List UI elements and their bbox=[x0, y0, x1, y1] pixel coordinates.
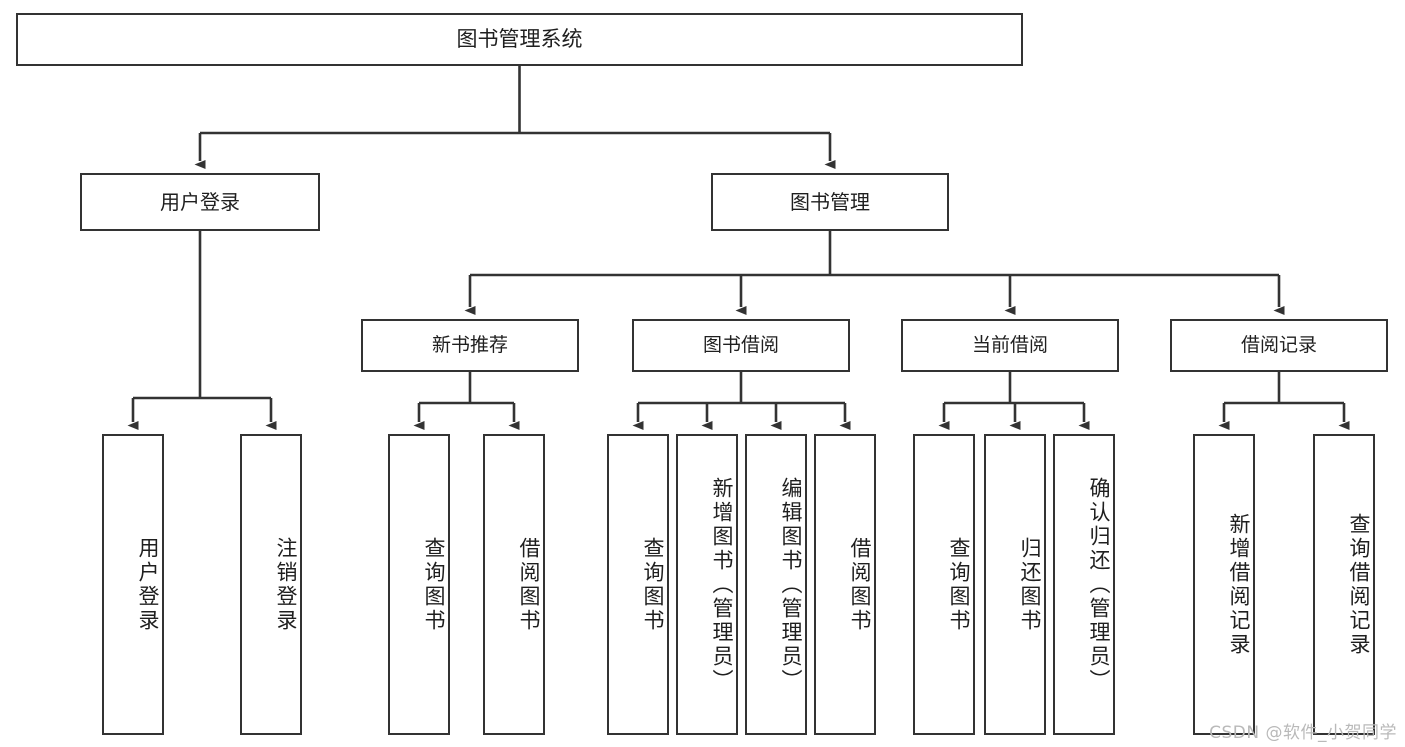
node-leaf-query-borrow-record[interactable]: 查询借阅记录 bbox=[1313, 434, 1375, 735]
node-leaf-borrow-book[interactable]: 借阅图书 bbox=[814, 434, 876, 735]
node-book-management[interactable]: 图书管理 bbox=[711, 173, 949, 231]
node-leaf-edit-book[interactable]: 编辑图书（管理员） bbox=[745, 434, 807, 735]
node-leaf-confirm-return[interactable]: 确认归还（管理员） bbox=[1053, 434, 1115, 735]
csdn-watermark: CSDN @软件_小贺同学 bbox=[1209, 723, 1397, 743]
leaf-label: 编辑图书（管理员） bbox=[779, 476, 803, 693]
leaf-label: 用户登录 bbox=[136, 536, 160, 633]
node-leaf-query-book-recommend[interactable]: 查询图书 bbox=[388, 434, 450, 735]
leaf-label: 借阅图书 bbox=[517, 536, 541, 633]
node-leaf-add-book[interactable]: 新增图书（管理员） bbox=[676, 434, 738, 735]
leaf-label: 查询借阅记录 bbox=[1347, 512, 1371, 657]
node-leaf-query-book-current[interactable]: 查询图书 bbox=[913, 434, 975, 735]
leaf-label: 确认归还（管理员） bbox=[1087, 476, 1111, 693]
node-leaf-borrow-book-recommend[interactable]: 借阅图书 bbox=[483, 434, 545, 735]
node-leaf-query-book-borrow[interactable]: 查询图书 bbox=[607, 434, 669, 735]
node-book-borrow[interactable]: 图书借阅 bbox=[632, 319, 850, 372]
leaf-label: 查询图书 bbox=[422, 536, 446, 633]
leaf-label: 归还图书 bbox=[1018, 536, 1042, 633]
node-leaf-return-book[interactable]: 归还图书 bbox=[984, 434, 1046, 735]
node-user-login[interactable]: 用户登录 bbox=[80, 173, 320, 231]
leaf-label: 注销登录 bbox=[274, 536, 298, 633]
leaf-label: 借阅图书 bbox=[848, 536, 872, 633]
leaf-label: 新增借阅记录 bbox=[1227, 512, 1251, 657]
leaf-label: 查询图书 bbox=[947, 536, 971, 633]
node-leaf-add-borrow-record[interactable]: 新增借阅记录 bbox=[1193, 434, 1255, 735]
node-leaf-logout-login[interactable]: 注销登录 bbox=[240, 434, 302, 735]
leaf-label: 新增图书（管理员） bbox=[710, 476, 734, 693]
node-leaf-user-login[interactable]: 用户登录 bbox=[102, 434, 164, 735]
node-current-borrow[interactable]: 当前借阅 bbox=[901, 319, 1119, 372]
node-borrow-record[interactable]: 借阅记录 bbox=[1170, 319, 1388, 372]
node-new-book-recommend[interactable]: 新书推荐 bbox=[361, 319, 579, 372]
leaf-label: 查询图书 bbox=[641, 536, 665, 633]
node-root-book-management-system[interactable]: 图书管理系统 bbox=[16, 13, 1023, 66]
